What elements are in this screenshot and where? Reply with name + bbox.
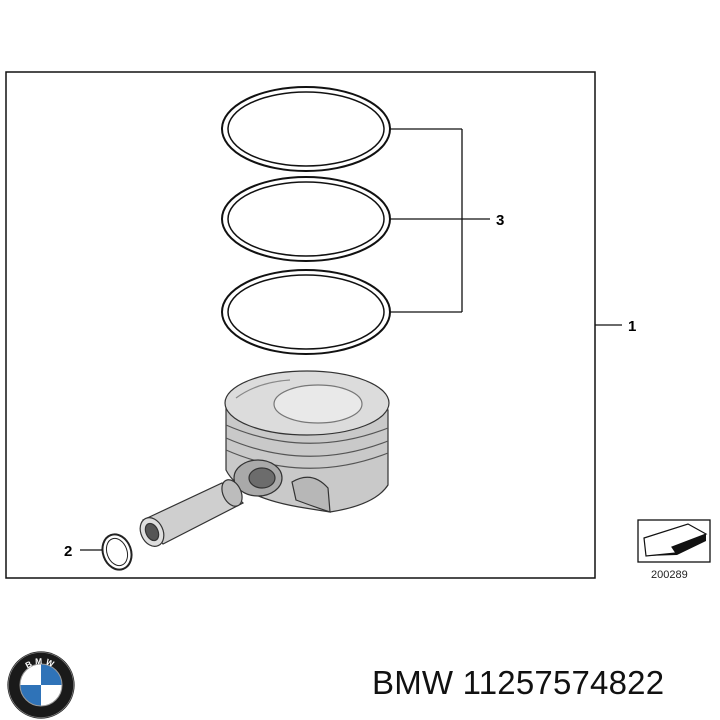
piston-rings	[221, 86, 391, 355]
callout-3-leader	[390, 128, 490, 313]
svg-text:BMW: BMW	[23, 656, 58, 670]
bmw-logo-lettering: BMW	[23, 656, 55, 670]
piston-ring-middle	[221, 176, 391, 262]
callout-1-label: 1	[628, 318, 636, 335]
reference-number: 200289	[651, 569, 688, 581]
part-number: 11257574822	[462, 664, 665, 701]
circlip	[101, 533, 133, 571]
reference-arrow-icon	[637, 519, 711, 563]
piston-illustration	[224, 370, 390, 513]
piston-pin	[139, 479, 245, 547]
piston-ring-bottom	[221, 269, 391, 355]
piston-ring-top	[221, 86, 391, 172]
callout-2-label: 2	[64, 543, 72, 560]
callout-3-label: 3	[496, 212, 504, 229]
part-caption: BMW 11257574822	[372, 664, 664, 702]
bmw-logo: BMW	[7, 651, 75, 719]
brand-name: BMW	[372, 664, 454, 701]
